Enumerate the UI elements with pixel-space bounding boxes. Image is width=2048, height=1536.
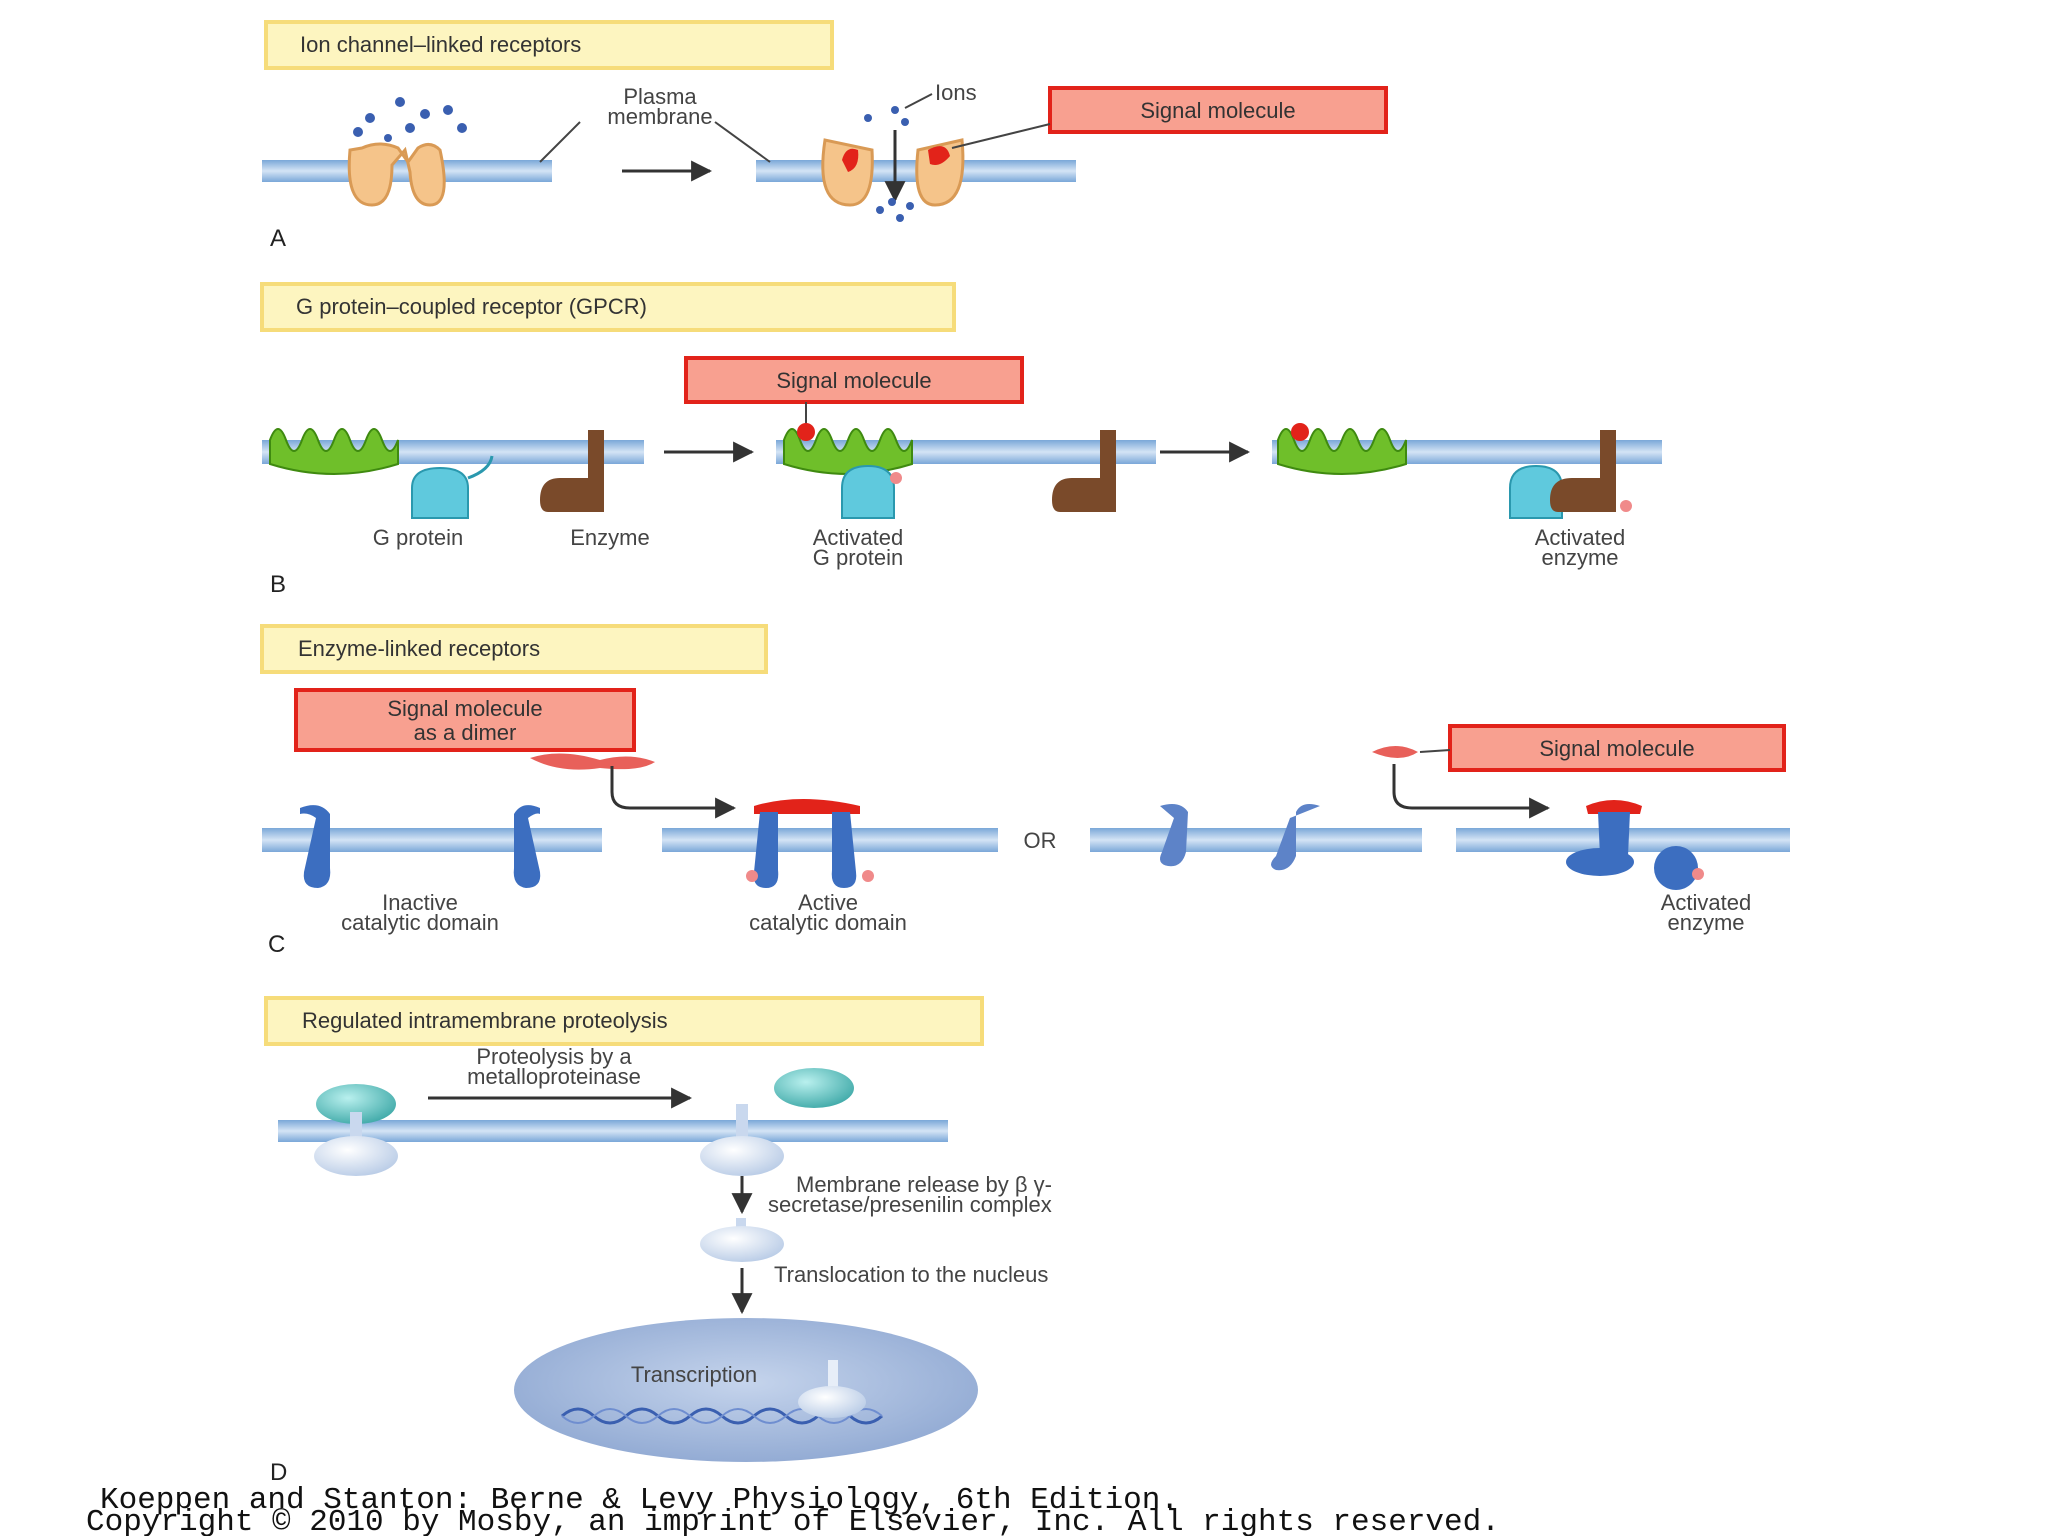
panel-a-signal-pointer xyxy=(951,123,1051,149)
membrane-label-line1: Plasma xyxy=(623,84,697,109)
panel-d-header-box xyxy=(264,996,984,1046)
panel-c-letter: C xyxy=(268,931,285,958)
panel-b-header: G protein–coupled receptor (GPCR) xyxy=(296,294,647,319)
activated-g-protein xyxy=(841,464,902,519)
proteolysis-label-line2: metalloproteinase xyxy=(467,1064,641,1089)
activated-monomer-receptor xyxy=(1566,800,1704,890)
panel-b-letter: B xyxy=(270,571,286,598)
panel-c-signal-pointer xyxy=(1419,749,1451,753)
panel-b-signal-box xyxy=(684,356,1024,404)
proteolysis-label-line1: Proteolysis by a xyxy=(476,1044,632,1069)
panel-b-header-box xyxy=(260,282,956,332)
panel-c-signal-label: Signal molecule xyxy=(1539,736,1694,761)
gpcr-receptor-2 xyxy=(783,423,913,475)
translocation-label: Translocation to the nucleus xyxy=(774,1262,1048,1287)
credit-block: Koeppen and Stanton: Berne & Levy Physio… xyxy=(86,1483,1500,1536)
membrane-pointer-2 xyxy=(714,121,771,163)
panel-c: Enzyme-linked receptors Signal molecule … xyxy=(260,624,1790,958)
activated-enzyme-label-line1: Activated xyxy=(1535,525,1626,550)
activated-g-protein-label-line1: Activated xyxy=(813,525,904,550)
activated-enzyme-label-line2: enzyme xyxy=(1541,545,1618,570)
ions-pointer xyxy=(904,93,933,109)
panel-d-header: Regulated intramembrane proteolysis xyxy=(302,1008,668,1033)
full-receptor xyxy=(314,1084,398,1176)
open-ion-channel xyxy=(821,106,965,222)
or-label: OR xyxy=(1024,828,1057,853)
enzyme-2 xyxy=(1052,430,1116,512)
arrow-c2 xyxy=(1392,764,1551,819)
active-receptors xyxy=(746,799,874,888)
g-protein-1 xyxy=(411,455,494,519)
activated-g-protein-label-line2: G protein xyxy=(813,545,904,570)
gpcr-receptor-1 xyxy=(269,428,399,475)
inactive-label-line2: catalytic domain xyxy=(341,910,499,935)
panel-a-header-box xyxy=(264,20,834,70)
membrane-pointer-1 xyxy=(539,121,581,163)
active-label-line2: catalytic domain xyxy=(749,910,907,935)
panel-c-dimer-box xyxy=(294,688,636,752)
remaining-stub xyxy=(700,1104,784,1176)
release-label-line2: secretase/presenilin complex xyxy=(768,1192,1052,1217)
panel-b-membranes xyxy=(262,440,1662,464)
enzyme-label: Enzyme xyxy=(570,525,649,550)
dimer-label-line1: Signal molecule xyxy=(387,696,542,721)
membrane-label-line2: membrane xyxy=(607,104,712,129)
panel-d: Regulated intramembrane proteolysis Prot… xyxy=(264,996,1052,1486)
cleaved-ectodomain xyxy=(774,1068,854,1108)
transcription-label: Transcription xyxy=(631,1362,757,1387)
panel-c-signal-box xyxy=(1448,724,1786,772)
enzyme-1 xyxy=(540,430,604,512)
credit-line-2: Copyright © 2010 by Mosby, an imprint of… xyxy=(86,1505,1500,1536)
panel-a: Ion channel–linked receptors Plasma memb… xyxy=(262,20,1388,252)
panel-b: G protein–coupled receptor (GPCR) G prot… xyxy=(260,282,1662,598)
gpcr-receptor-3 xyxy=(1277,423,1407,475)
ion-dots xyxy=(353,97,467,142)
released-fragment xyxy=(700,1218,784,1262)
activated-enzyme-complex xyxy=(1509,430,1632,519)
monomer-receptors xyxy=(1160,804,1320,871)
panel-d-membrane xyxy=(278,1120,948,1142)
inactive-label-line1: Inactive xyxy=(382,890,458,915)
closed-ion-channel xyxy=(347,142,446,207)
dimer-label-line2: as a dimer xyxy=(414,720,517,745)
panel-c-header-box xyxy=(260,624,768,674)
dimer-signal-shape xyxy=(530,753,655,770)
arrow-c1 xyxy=(610,766,737,819)
panel-c-header: Enzyme-linked receptors xyxy=(298,636,540,661)
g-protein-label: G protein xyxy=(373,525,464,550)
panel-a-letter: A xyxy=(270,225,286,252)
active-label-line1: Active xyxy=(798,890,858,915)
release-label-line1: Membrane release by β γ- xyxy=(796,1172,1052,1197)
nucleus xyxy=(514,1318,978,1462)
panel-d-letter: D xyxy=(270,1459,287,1486)
credit-line-1: Koeppen and Stanton: Berne & Levy Physio… xyxy=(100,1483,1179,1518)
panel-c-membranes xyxy=(262,828,1790,852)
c-activated-enzyme-line1: Activated xyxy=(1661,890,1752,915)
inactive-receptors xyxy=(300,805,541,888)
c-activated-enzyme-line2: enzyme xyxy=(1667,910,1744,935)
panel-c-signal-shape xyxy=(1372,746,1418,758)
panel-b-signal-label: Signal molecule xyxy=(776,368,931,393)
panel-a-signal-box xyxy=(1048,86,1388,134)
panel-a-header: Ion channel–linked receptors xyxy=(300,32,581,57)
ions-label: Ions xyxy=(935,80,977,105)
panel-a-signal-label: Signal molecule xyxy=(1140,98,1295,123)
